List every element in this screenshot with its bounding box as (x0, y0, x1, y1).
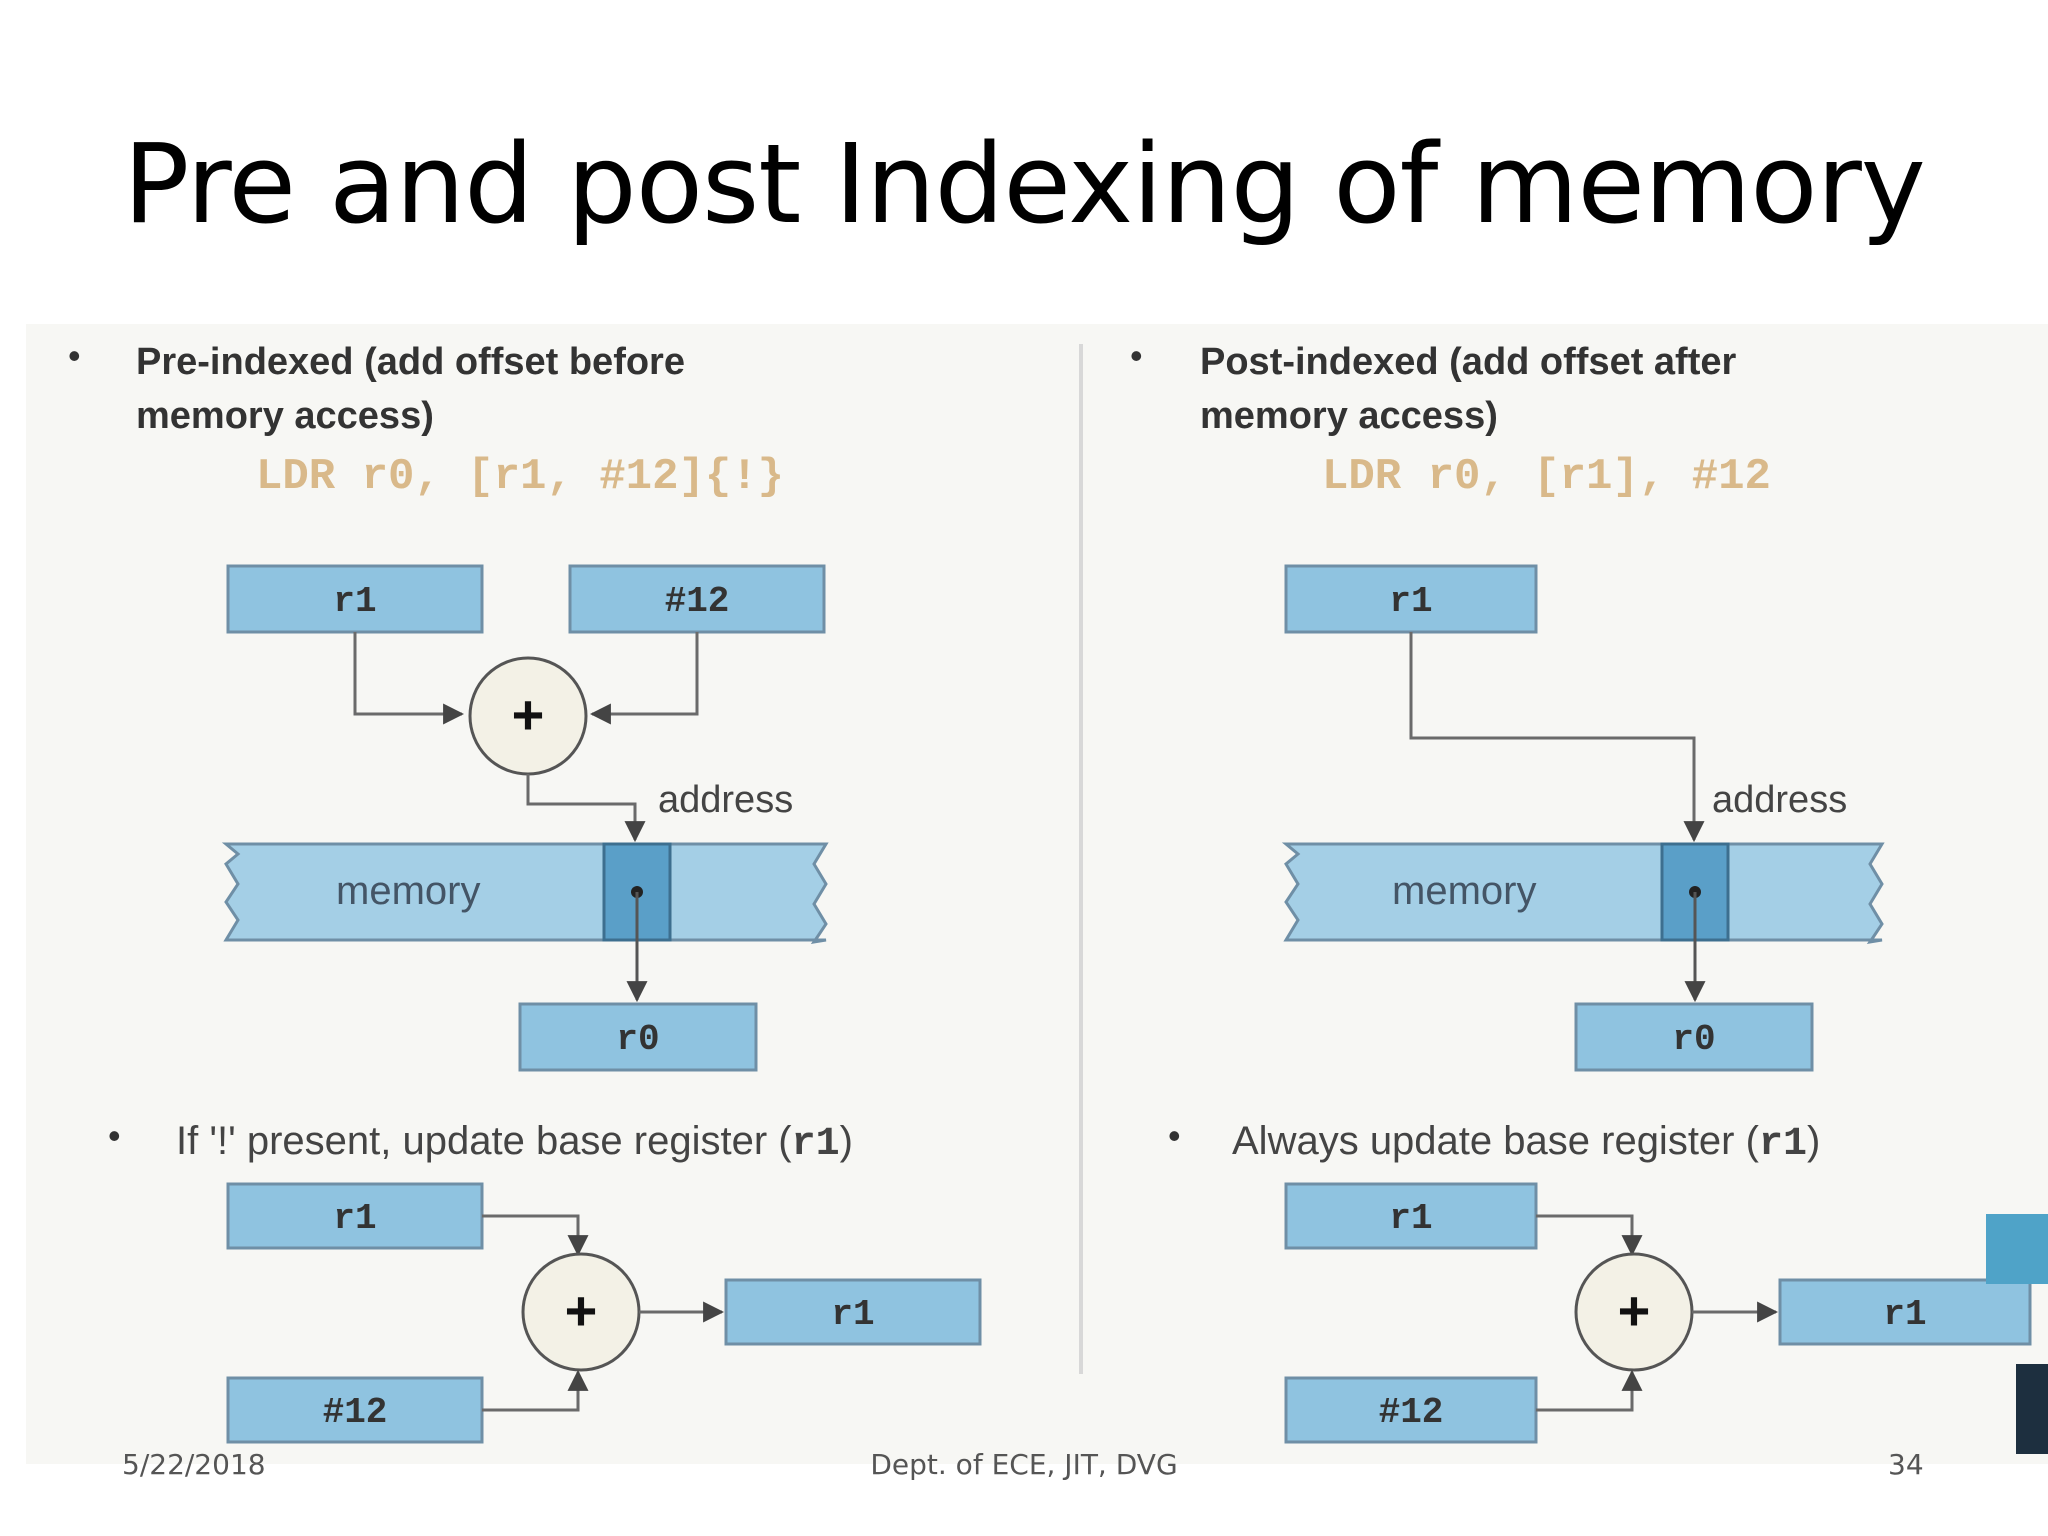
update-imm-label: #12 (323, 1392, 388, 1433)
pre-indexed-panel: • Pre-indexed (add offset before memory … (68, 335, 982, 1444)
svg-text:•: • (108, 1115, 121, 1156)
post-address-label: address (1712, 779, 1847, 821)
decorative-fragment (1986, 1214, 2048, 1284)
memory-label: memory (336, 869, 480, 913)
register-r1-box (226, 564, 484, 634)
indexing-diagram: • Pre-indexed (add offset before memory … (26, 324, 2048, 1464)
post-update-r1-label: r1 (1389, 1198, 1432, 1239)
register-r1-label: r1 (333, 581, 376, 622)
pre-indexed-note: If '!' present, update base register (r1… (176, 1119, 853, 1167)
post-register-r1-label: r1 (1389, 581, 1432, 622)
update-r1-label: r1 (333, 1198, 376, 1239)
bullet-dot-right: • (1130, 335, 1143, 376)
svg-text:•: • (1168, 1115, 1181, 1156)
post-register-r0-label: r0 (1672, 1019, 1715, 1060)
pre-indexed-heading: Pre-indexed (add offset before (136, 341, 685, 383)
post-update-out-box (1778, 1278, 2032, 1346)
post-indexed-note: Always update base register (r1) (1232, 1119, 1820, 1167)
post-indexed-code: LDR r0, [r1], #12 (1322, 452, 1771, 502)
footer-date: 5/22/2018 (122, 1448, 266, 1481)
post-memory-strip (1281, 842, 1885, 945)
memory-strip (221, 842, 829, 945)
post-update-out-label: r1 (1883, 1294, 1926, 1335)
immediate-label: #12 (665, 581, 730, 622)
svg-text:+: + (1618, 1279, 1651, 1342)
update-imm-box (226, 1376, 484, 1444)
footer-page-number: 34 (1888, 1448, 1924, 1481)
post-indexed-panel: • Post-indexed (add offset after memory … (1130, 335, 2048, 1454)
slide-title: Pre and post Indexing of memory (123, 120, 1926, 248)
post-update-imm-box (1284, 1376, 1538, 1444)
post-register-r0-box (1574, 1002, 1814, 1072)
register-r0-box (518, 1002, 758, 1072)
update-r1-box (226, 1182, 484, 1250)
post-register-r1-box (1284, 564, 1538, 634)
plus-sign: + (512, 683, 545, 746)
footer-department: Dept. of ECE, JIT, DVG (870, 1448, 1178, 1481)
register-r0-label: r0 (616, 1019, 659, 1060)
bullet-dot: • (68, 335, 81, 376)
update-out-label: r1 (831, 1294, 874, 1335)
decorative-fragment-dark (2016, 1364, 2048, 1454)
post-indexed-heading: Post-indexed (add offset after (1200, 341, 1736, 383)
pre-indexed-code: LDR r0, [r1, #12]{!} (256, 452, 784, 502)
post-memory-label: memory (1392, 869, 1536, 913)
post-indexed-heading-2: memory access) (1200, 395, 1498, 437)
update-out-box (724, 1278, 982, 1346)
post-update-imm-label: #12 (1379, 1392, 1444, 1433)
pre-indexed-heading-2: memory access) (136, 395, 434, 437)
address-label: address (658, 779, 793, 821)
svg-text:+: + (565, 1279, 598, 1342)
